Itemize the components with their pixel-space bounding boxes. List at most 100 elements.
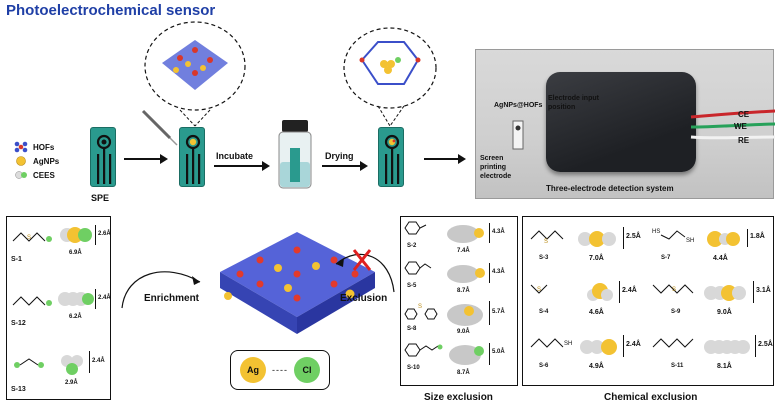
s-5-structure-icon	[404, 261, 432, 275]
cl-atom: Cl	[294, 357, 320, 383]
ag-cl-interaction: Ag ---- Cl	[230, 350, 330, 390]
molecule-s-11: S-11 2.5Å 8.1Å	[651, 333, 773, 383]
molecule-id: S-9	[671, 309, 681, 315]
molecule-id: S-6	[539, 363, 549, 369]
molecule-id: S-1	[11, 256, 22, 263]
legend-label-hofs: HOFs	[33, 142, 55, 152]
molecule-s-1: S S-1	[11, 225, 55, 263]
arrow-incubate	[214, 165, 264, 167]
s-7-spacefill-icon	[707, 231, 740, 247]
molecule-s-2: S-2 4.3Å 7.4Å	[403, 221, 517, 261]
molecule-s-10: S-10 5.0Å 8.7Å	[403, 343, 517, 383]
s-6-height: 2.4Å	[626, 341, 641, 348]
svg-text:S: S	[537, 287, 541, 293]
s-3-structure-icon: S	[530, 230, 564, 245]
height-bracket	[95, 289, 96, 309]
photo-label-screen-printing: Screen printing electrode	[480, 155, 512, 180]
spe-label: SPE	[91, 193, 110, 203]
molecule-id: S-7	[661, 255, 671, 261]
svg-text:HS: HS	[652, 229, 660, 235]
svg-text:S: S	[544, 239, 548, 243]
s-4-structure-icon: S	[530, 284, 548, 294]
ag-atom: Ag	[240, 357, 266, 383]
molecule-s-12: S-12	[11, 289, 55, 327]
s-13-spacefill-icon	[61, 355, 83, 375]
molecule-s-13: S-13	[11, 355, 55, 393]
height-bracket	[489, 263, 490, 283]
height-bracket	[747, 229, 748, 247]
svg-text:S: S	[418, 304, 422, 310]
s-10-width: 8.7Å	[457, 370, 470, 376]
s-9-width: 9.0Å	[717, 309, 732, 316]
molecule-id: S-8	[407, 326, 417, 332]
photo-label-agnps-hofs: AgNPs@HOFs	[494, 102, 543, 109]
molecule-s-6: SH S-6 2.4Å 4.9Å	[529, 333, 649, 383]
s-8-structure-icon: S	[404, 304, 438, 320]
s-11-height: 2.5Å	[758, 341, 773, 348]
arrow-to-system	[424, 158, 460, 160]
s-11-spacefill-icon	[704, 340, 750, 354]
arrow-spe-to-coated	[124, 158, 162, 160]
s-9-spacefill-icon	[704, 285, 746, 301]
captured-molecules-panel: S S-1 2.6Å 6.9Å S-12 2.4Å 6.2Å S-13 2.4Å…	[6, 216, 111, 400]
svg-text:S: S	[27, 235, 31, 241]
molecule-id: S-2	[407, 243, 417, 249]
s-3-spacefill-icon	[578, 231, 616, 247]
hof-lattice-illustration	[220, 232, 375, 334]
s-13-structure-icon	[14, 358, 44, 368]
height-bracket	[623, 227, 624, 249]
s-10-structure-icon	[404, 343, 443, 357]
ag-label: Ag	[247, 365, 259, 375]
s-12-height: 2.4Å	[98, 295, 111, 301]
size-exclusion-title: Size exclusion	[424, 392, 493, 403]
enrichment-label: Enrichment	[144, 293, 200, 304]
molecule-id: S-5	[407, 283, 417, 289]
molecule-s-8: S S-8 5.7Å 9.0Å	[403, 301, 517, 341]
screen-printed-electrode-icon	[512, 120, 524, 150]
s-8-spacefill-icon	[447, 304, 483, 326]
cees-icon	[15, 171, 27, 179]
legend-label-cees: CEES	[33, 170, 55, 180]
arrow-head-icon	[360, 161, 368, 171]
photo-label-re: RE	[738, 136, 750, 145]
cl-label: Cl	[302, 365, 312, 375]
s-9-height: 3.1Å	[756, 287, 771, 294]
s-13-height: 2.4Å	[92, 358, 105, 364]
s-2-structure-icon	[404, 221, 427, 235]
height-bracket	[753, 281, 754, 303]
s-6-spacefill-icon	[580, 339, 617, 355]
s-12-width: 6.2Å	[69, 314, 82, 320]
svg-text:SH: SH	[686, 238, 694, 243]
arrow-head-icon	[262, 161, 270, 171]
s-6-structure-icon: SH	[530, 338, 572, 348]
molecule-s-9: S S-9 3.1Å 9.0Å	[651, 279, 773, 329]
s-8-width: 9.0Å	[457, 329, 470, 335]
molecule-s-7: HS SH S-7 1.8Å 4.4Å	[651, 225, 773, 275]
s-3-width: 7.0Å	[589, 255, 604, 262]
arrow-head-icon	[160, 154, 168, 164]
height-bracket	[619, 281, 620, 303]
height-bracket	[623, 335, 624, 357]
height-bracket	[489, 301, 490, 325]
height-bracket	[89, 351, 90, 373]
hofs-icon	[14, 141, 28, 153]
s-7-height: 1.8Å	[750, 233, 765, 240]
molecule-s-3: S S-3 2.5Å 7.0Å	[529, 225, 649, 275]
s-5-spacefill-icon	[447, 265, 485, 283]
molecule-id: S-11	[671, 363, 684, 369]
s-4-width: 4.6Å	[589, 309, 604, 316]
enrichment-arrow-icon	[121, 271, 201, 309]
dried-electrode-icon	[384, 134, 400, 184]
s-4-spacefill-icon	[587, 283, 613, 301]
chemical-exclusion-title: Chemical exclusion	[604, 392, 698, 403]
height-bracket	[755, 335, 756, 357]
interaction-dash: ----	[272, 365, 288, 375]
s-3-height: 2.5Å	[626, 233, 641, 240]
s-10-spacefill-icon	[449, 345, 484, 365]
s-2-width: 7.4Å	[457, 248, 470, 254]
svg-text:SH: SH	[564, 341, 572, 347]
s-1-width: 6.9Å	[69, 250, 82, 256]
s-10-height: 5.0Å	[492, 349, 505, 355]
detection-system-photo: AgNPs@HOFs Electrode input position Scre…	[475, 49, 775, 199]
s-7-width: 4.4Å	[713, 255, 728, 262]
